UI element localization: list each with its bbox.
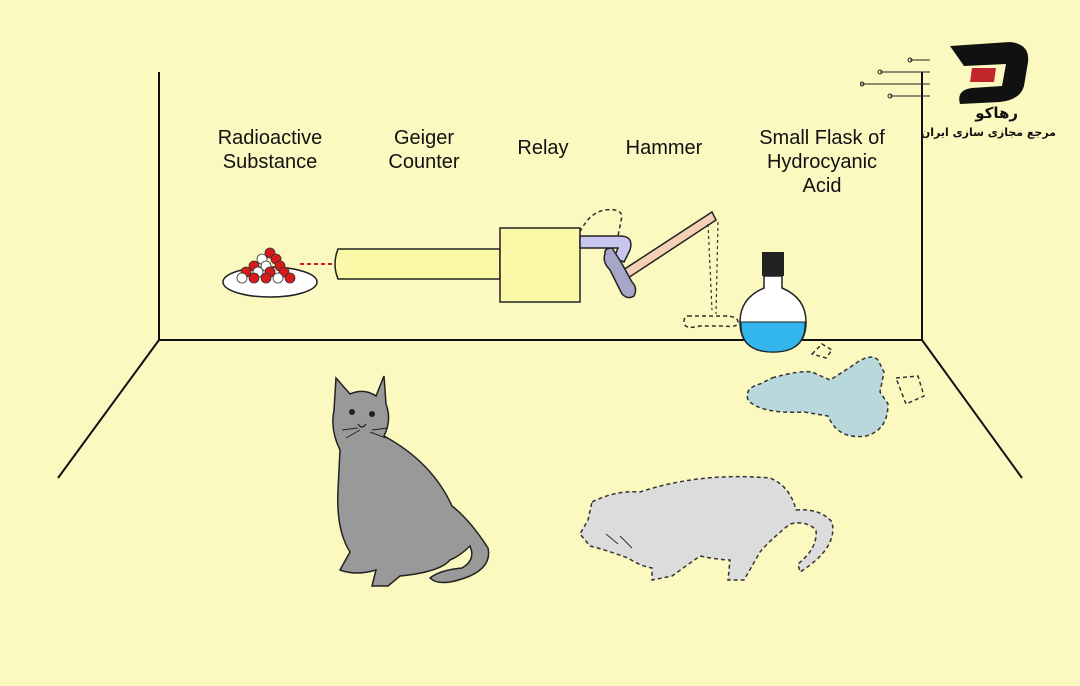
atom xyxy=(284,272,296,284)
flask xyxy=(739,252,807,353)
atom xyxy=(248,272,260,284)
label-line: Acid xyxy=(802,175,842,197)
label-line: Substance xyxy=(222,151,318,173)
logo-name: رهاکو xyxy=(975,104,1018,122)
radioactive-substance xyxy=(222,247,334,298)
label-relay: Relay xyxy=(517,137,569,159)
label-radioactive-substance: Radioactive Substance xyxy=(200,126,340,174)
broken-flask xyxy=(746,343,925,438)
atom xyxy=(260,272,272,284)
hammer xyxy=(603,210,739,329)
atom-cluster xyxy=(236,247,296,284)
relay-box xyxy=(499,227,581,303)
label-hammer: Hammer xyxy=(625,137,703,159)
label-line: Radioactive xyxy=(217,127,323,149)
label-geiger-counter: Geiger Counter xyxy=(364,126,484,174)
label-line: Counter xyxy=(388,151,460,173)
atom xyxy=(272,272,284,284)
label-line: Small Flask of xyxy=(759,127,885,149)
label-flask: Small Flask of Hydrocyanic Acid xyxy=(742,126,902,198)
logo-tagline: مرجع مجازی سازی ایران xyxy=(920,126,1056,139)
rahako-logo: رهاکو مرجع مجازی سازی ایران xyxy=(859,30,1070,150)
label-line: Hydrocyanic xyxy=(766,151,878,173)
geiger-counter xyxy=(334,248,501,280)
label-line: Geiger xyxy=(393,127,455,149)
dead-cat xyxy=(579,475,834,581)
atom xyxy=(236,272,248,284)
live-cat xyxy=(332,375,490,587)
logo-mark xyxy=(859,42,1029,104)
